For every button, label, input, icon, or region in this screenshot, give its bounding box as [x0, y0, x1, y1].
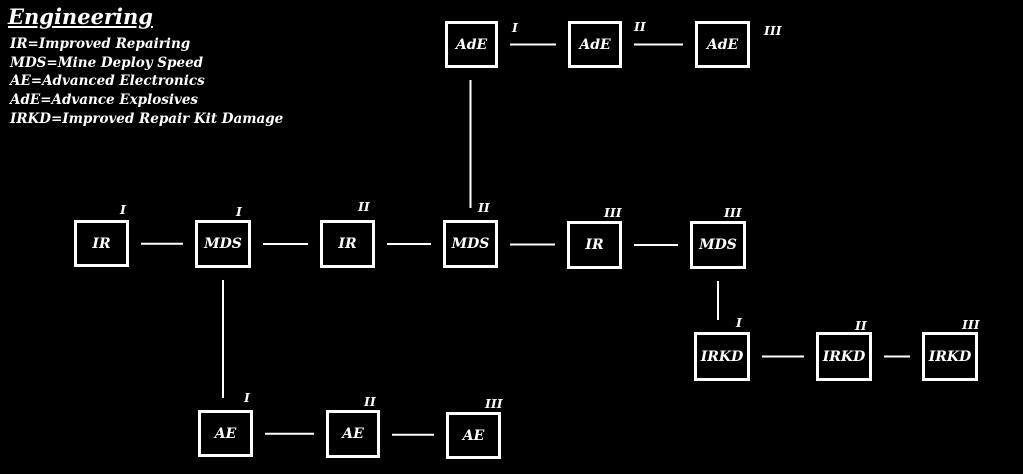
tier-label: I [736, 315, 742, 330]
skill-node-ae-ii: AE [326, 410, 380, 458]
skill-node-irkd-ii: IRKD [816, 332, 872, 381]
tier-label: III [604, 205, 622, 220]
tier-label: III [485, 396, 503, 411]
diagram-title: Engineering [8, 4, 153, 29]
tier-label: II [358, 199, 370, 214]
legend-item-ir: IR=Improved Repairing [10, 36, 191, 52]
skill-node-ade-ii: AdE [568, 21, 622, 68]
skill-node-mds-iii: MDS [690, 221, 746, 269]
skill-node-ae-iii: AE [446, 412, 501, 459]
legend-item-irkd: IRKD=Improved Repair Kit Damage [10, 110, 284, 127]
tier-label: III [764, 23, 782, 38]
legend: IR=Improved Repairing MDS=Mine Deploy Sp… [10, 35, 283, 129]
tier-label: II [634, 19, 646, 34]
skill-node-mds-ii: MDS [443, 220, 498, 268]
skill-node-ade-iii: AdE [695, 21, 750, 68]
skill-node-irkd-iii: IRKD [922, 332, 978, 381]
skill-node-ade-i: AdE [445, 21, 498, 68]
legend-item-mds: MDS=Mine Deploy Speed [10, 54, 204, 71]
skill-node-ir-ii: IR [320, 220, 375, 268]
tier-label: II [364, 394, 376, 409]
skill-node-irkd-i: IRKD [694, 332, 750, 381]
skill-node-ir-i: IR [74, 220, 129, 267]
tier-label: II [855, 318, 867, 333]
tier-label: II [478, 200, 490, 215]
tier-label: III [962, 317, 980, 332]
tier-label: I [120, 202, 126, 217]
tier-label: I [512, 20, 518, 35]
tier-label: I [244, 390, 250, 405]
skill-node-ir-iii: IR [567, 221, 622, 269]
tier-label: I [236, 204, 242, 219]
skill-node-ae-i: AE [198, 410, 253, 457]
legend-item-ae: AE=Advanced Electronics [10, 73, 205, 90]
legend-item-ade: AdE=Advance Explosives [10, 92, 199, 109]
tier-label: III [724, 205, 742, 220]
skill-node-mds-i: MDS [195, 220, 251, 268]
